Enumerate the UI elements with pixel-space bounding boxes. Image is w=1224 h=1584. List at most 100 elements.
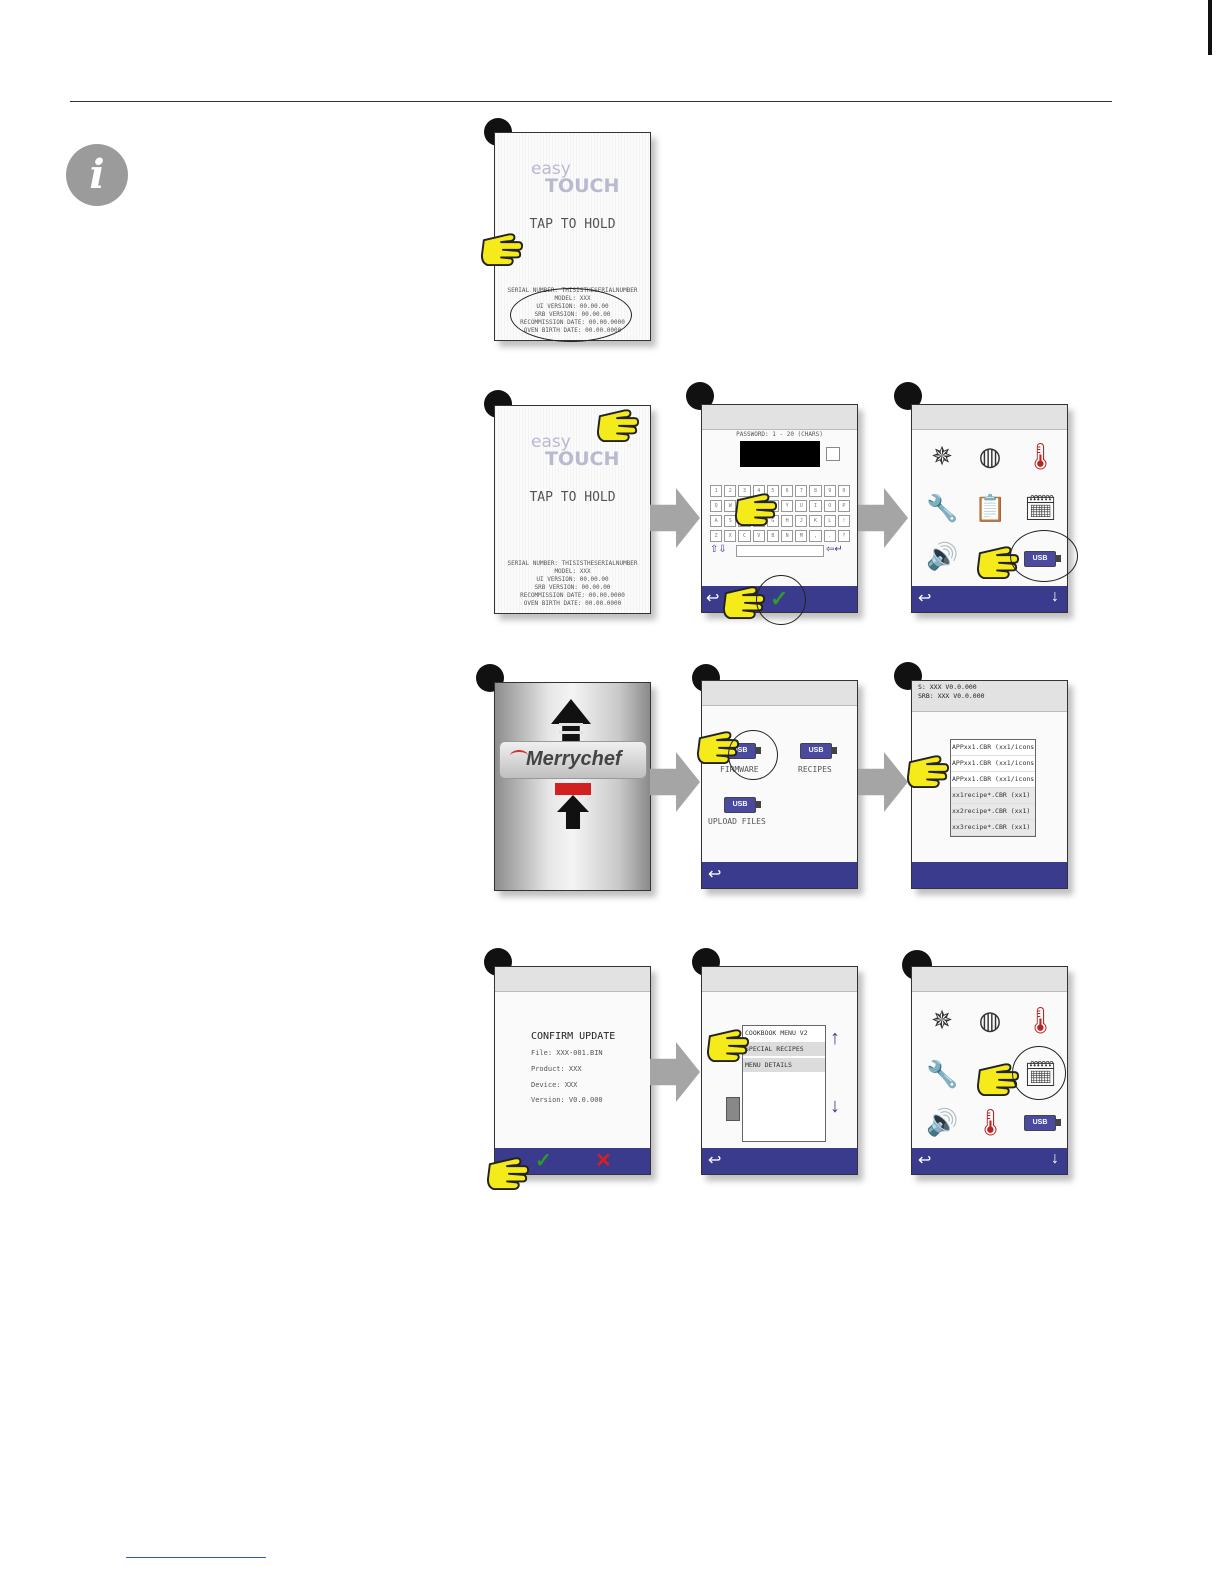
keyboard-key[interactable]: V (753, 530, 765, 542)
clear-icon[interactable] (826, 447, 840, 461)
screen-step-9: COOKBOOK MENU V2 SPECIAL RECIPES MENU DE… (701, 966, 858, 1175)
usb-icon[interactable]: USB (724, 797, 756, 813)
header-line: SRB: XXX V0.0.000 (918, 692, 985, 700)
list-item[interactable]: COOKBOOK MENU V2 (743, 1026, 825, 1040)
keyboard-key[interactable]: Q (710, 500, 722, 512)
keyboard-key[interactable]: O (824, 500, 836, 512)
screen-header (702, 681, 857, 706)
serial-line: SERIAL NUMBER: THISISTHESERIALNUMBER (497, 560, 648, 568)
back-icon[interactable]: ↩ (706, 588, 719, 608)
list-item[interactable]: xx1recipe*.CBR (xx1) (951, 788, 1035, 804)
keyboard-key[interactable]: ! (838, 515, 850, 527)
globe-icon[interactable]: ◍ (974, 1005, 1006, 1035)
globe-icon[interactable]: ◍ (974, 441, 1006, 471)
back-icon[interactable]: ↩ (708, 1150, 721, 1170)
space-key[interactable] (736, 545, 824, 557)
list-item[interactable]: APPxx1.CBR (xx1/icons) (951, 772, 1035, 788)
screen-header (912, 967, 1067, 992)
keyboard-key[interactable]: I (809, 500, 821, 512)
product-line: Product: XXX (531, 1065, 582, 1073)
keyboard-key[interactable]: K (809, 515, 821, 527)
wrench-icon[interactable]: 🔧 (926, 493, 958, 523)
highlight-ring (756, 575, 806, 625)
upload-files-label[interactable]: UPLOAD FILES (708, 817, 766, 826)
keyboard-key[interactable]: M (795, 530, 807, 542)
list-item[interactable]: APPxx1.CBR (xx1/icons) (951, 756, 1035, 772)
keyboard-key[interactable]: X (724, 530, 736, 542)
bottom-bar: ↩ (702, 862, 857, 888)
bottom-bar (912, 862, 1067, 888)
back-icon[interactable]: ↩ (708, 864, 721, 884)
keyboard-key[interactable]: H (781, 515, 793, 527)
clipboard-icon[interactable]: 📋 (974, 493, 1006, 523)
keyboard-key[interactable]: ? (838, 530, 850, 542)
keyboard-key[interactable]: . (824, 530, 836, 542)
back-icon[interactable]: ↩ (918, 1150, 931, 1170)
thermometer-icon[interactable]: 🌡 (1024, 1005, 1056, 1035)
usb-icon[interactable]: USB (1024, 1115, 1056, 1131)
scroll-down-icon[interactable]: ↓ (830, 1095, 840, 1118)
pointing-hand-icon (480, 222, 524, 268)
settings-wheel-icon[interactable]: ✵ (926, 1005, 958, 1035)
screen-step-5: Merrychef (494, 682, 651, 891)
confirm-update-title: CONFIRM UPDATE (531, 1031, 615, 1042)
usb-icon[interactable]: USB (800, 743, 832, 759)
keyboard-key[interactable]: 8 (809, 485, 821, 497)
logo-swoosh (510, 750, 528, 762)
keyboard-key[interactable]: 9 (824, 485, 836, 497)
password-field[interactable] (740, 441, 820, 467)
back-icon[interactable]: ↩ (918, 588, 931, 608)
list-item[interactable]: xx3recipe*.CBR (xx1) (951, 820, 1035, 836)
list-item[interactable]: APPxx1.CBR (xx1/icons) (951, 740, 1035, 756)
keyboard-key[interactable]: Y (781, 500, 793, 512)
wrench-icon[interactable]: 🔧 (926, 1059, 958, 1089)
keyboard-key[interactable]: J (795, 515, 807, 527)
keyboard-key[interactable]: , (809, 530, 821, 542)
bottom-bar: ↩ ↓ (912, 1148, 1067, 1174)
list-item[interactable]: xx2recipe*.CBR (xx1) (951, 804, 1035, 820)
next-step-arrow (650, 1042, 700, 1102)
settings-wheel-icon[interactable]: ✵ (926, 441, 958, 471)
serial-line: OVEN BIRTH DATE: 00.00.0000 (497, 600, 648, 608)
speaker-icon[interactable]: 🔊 (926, 541, 958, 571)
arrow-up-icon (557, 795, 589, 829)
keyboard-key[interactable]: N (781, 530, 793, 542)
keyboard-key[interactable]: 7 (795, 485, 807, 497)
keyboard-key[interactable]: L (824, 515, 836, 527)
file-list: APPxx1.CBR (xx1/icons) APPxx1.CBR (xx1/i… (950, 739, 1036, 837)
keyboard-key[interactable]: C (738, 530, 750, 542)
scroll-down-icon[interactable]: ↓ (1051, 1150, 1059, 1168)
version-line: Version: V0.0.000 (531, 1096, 603, 1104)
keyboard-key[interactable]: 0 (838, 485, 850, 497)
keyboard-key[interactable]: U (795, 500, 807, 512)
stripe (559, 731, 583, 734)
thermometer-alert-icon[interactable]: 🌡 (974, 1107, 1006, 1137)
highlight-ring (1010, 530, 1078, 582)
tap-to-hold-label[interactable]: TAP TO HOLD (495, 490, 650, 505)
backspace-enter-icon[interactable]: ⇦↵ (826, 545, 850, 555)
bottom-bar: ↩ ↓ (912, 586, 1067, 612)
confirm-check-icon[interactable]: ✓ (535, 1148, 552, 1173)
list-item[interactable]: SPECIAL RECIPES (743, 1042, 825, 1056)
keyboard-key[interactable]: B (767, 530, 779, 542)
keyboard-key[interactable]: P (838, 500, 850, 512)
thermometer-icon[interactable]: 🌡 (1024, 441, 1056, 471)
scroll-up-icon[interactable]: ↑ (830, 1027, 840, 1050)
highlight-ring (1012, 1046, 1066, 1100)
calendar-clock-icon[interactable]: 🗓 (1024, 493, 1056, 523)
keyboard-key[interactable]: 6 (781, 485, 793, 497)
keyboard-key[interactable]: Z (710, 530, 722, 542)
list-item[interactable]: MENU DETAILS (743, 1058, 825, 1072)
scroll-down-icon[interactable]: ↓ (1051, 588, 1059, 606)
stripe (559, 723, 583, 726)
pointing-hand-icon (906, 744, 950, 790)
file-line: File: XXX-001.BIN (531, 1049, 603, 1057)
highlight-ring (510, 288, 632, 342)
shift-arrows-icon[interactable]: ⇧⇩ (710, 545, 734, 555)
keyboard-key[interactable]: 1 (710, 485, 722, 497)
recipes-label[interactable]: RECIPES (798, 765, 832, 774)
keyboard-key[interactable]: A (710, 515, 722, 527)
speaker-icon[interactable]: 🔊 (926, 1107, 958, 1137)
screen-step-8: CONFIRM UPDATE File: XXX-001.BIN Product… (494, 966, 651, 1175)
cancel-cross-icon[interactable]: ✕ (595, 1148, 612, 1173)
